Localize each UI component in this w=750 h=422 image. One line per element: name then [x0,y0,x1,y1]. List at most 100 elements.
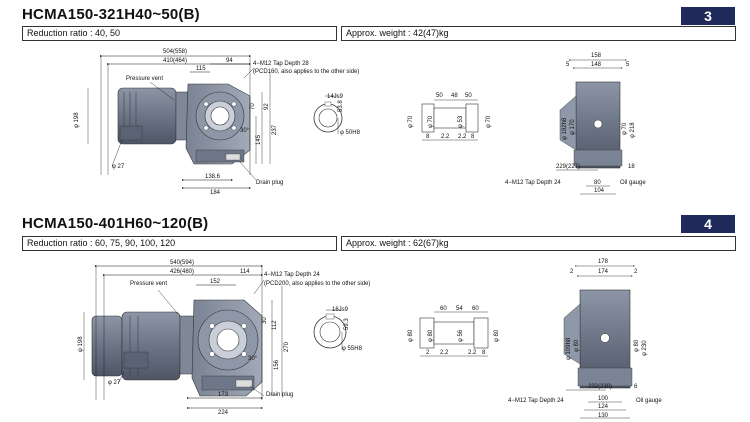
dim-label: 70 [250,103,256,110]
drain-plug-label: Drain plug [266,392,293,398]
dim-label: 145 [256,134,262,145]
reduction-ratio-box: Reduction ratio : 60, 75, 90, 100, 120 [22,236,337,251]
dim-label: 2.2 [458,134,467,140]
dim-label: 5 [566,62,570,68]
dim-label: φ 198 [78,336,84,352]
dim-label: 60 [440,306,447,312]
dim-label: φ 109h8 [566,337,572,360]
end-view-drawing [556,59,627,195]
dim-label: φ 27 [108,380,121,386]
reduction-ratio-box: Reduction ratio : 40, 50 [22,26,337,41]
dim-label: 270 [284,341,290,352]
dim-label: φ 53 [458,115,464,128]
pcd-label: (PCD160, also applies to the other side) [253,69,359,75]
dim-label: φ 56 [458,329,464,342]
dim-label: 2 [426,350,430,356]
weight-box: Approx. weight : 62(67)kg [341,236,736,251]
dim-label: φ 80 [574,339,580,352]
dim-label: 94 [226,58,233,64]
hollow-shaft-drawing [313,309,347,350]
dim-label: 184 [210,190,221,196]
hollow-shaft-drawing [313,95,343,134]
keyway-label: 16Js9 [332,307,349,313]
dim-label: 232(230) [588,384,612,390]
tap-label: 4−M12 Tap Depth 24 [505,180,561,186]
dim-label: 237 [272,124,278,135]
oil-gauge-label: Oil gauge [620,180,646,186]
angle-label: 30° [248,356,258,362]
end-view-drawing [563,265,635,419]
pcd-label: (PCD200, also applies to the other side) [264,281,370,287]
front-view-drawing [87,55,271,189]
dim-label: 2.2 [468,350,477,356]
front-view-drawing [83,265,283,409]
oil-gauge-label: Oil gauge [636,398,662,404]
dim-label: 158 [591,53,602,59]
dim-label: 540(594) [170,260,194,266]
dim-label: 2 [634,269,638,275]
dim-label: 2.2 [440,350,449,356]
dim-label: φ 198 [74,112,80,128]
dim-label: φ 230 [642,340,648,356]
shaft-side-view [421,99,479,141]
dim-label: 156 [274,359,280,370]
dim-label: 48 [451,93,458,99]
dim-label: 130 [598,413,609,419]
dim-label: 152 [210,279,221,285]
dim-label: 504(558) [163,49,187,55]
dim-label: φ 70 [428,115,434,128]
dim-label: 138.6 [205,174,221,180]
section-number-badge: 3 [681,7,735,25]
dim-label: φ 70 [622,122,628,135]
section-title: HCMA150-401H60~120(B) [22,215,209,232]
dim-label: 112 [272,320,278,330]
dim-label: 178 [598,259,609,265]
dim-label: 173 [218,392,229,398]
dim-label: 229(227) [556,164,580,170]
weight-box: Approx. weight : 42(47)kg [341,26,736,41]
dim-label: φ 70 [486,115,492,128]
dim-label: 30 [262,317,268,324]
dim-label: φ 80 [634,339,640,352]
dim-label: 8 [426,134,430,140]
dim-label: 100 [598,396,609,402]
dim-label: 2 [570,269,574,275]
dim-label: φ 218 [630,122,636,138]
section-title: HCMA150-321H40~50(B) [22,6,200,23]
dim-label: 53.8 [338,100,344,112]
tap-label: 4−M12 Tap Depth 24 [264,272,320,278]
dim-label: 2.2 [441,134,450,140]
dim-label: 104 [594,188,605,194]
dim-label: φ 80 [494,329,500,342]
dim-label: 50 [436,93,443,99]
keyway-label: 14Js9 [327,94,344,100]
dim-label: φ 80 [408,329,414,342]
dim-label: 80 [594,180,601,186]
dim-label: 50 [465,93,472,99]
dim-label: 8 [471,134,475,140]
bore-label: φ 50H8 [340,130,361,136]
dim-label: 124 [598,404,609,410]
dim-label: φ 70 [408,115,414,128]
dim-label: 6 [634,384,638,390]
section-number-badge: 4 [681,215,735,233]
dim-label: 148 [591,62,602,68]
tap-label: 4−M12 Tap Depth 28 [253,61,309,67]
dim-label: φ 27 [112,164,125,170]
dim-label: 224 [218,410,229,416]
dim-label: 18 [628,164,635,170]
dim-label: 54 [456,306,463,312]
dim-label: 426(480) [170,269,194,275]
pressure-vent-label: Pressure vent [126,76,163,82]
pressure-vent-label: Pressure vent [130,281,167,287]
bore-label: φ 55H8 [342,346,363,352]
dim-label: φ 192h8 [562,117,568,140]
drain-plug-label: Drain plug [256,180,283,186]
dim-label: 60 [472,306,479,312]
dim-label: 8 [482,350,486,356]
dim-label: 174 [598,269,609,275]
dim-label: 5 [626,62,630,68]
dim-label: 59.3 [344,318,350,330]
dim-label: φ 80 [428,329,434,342]
